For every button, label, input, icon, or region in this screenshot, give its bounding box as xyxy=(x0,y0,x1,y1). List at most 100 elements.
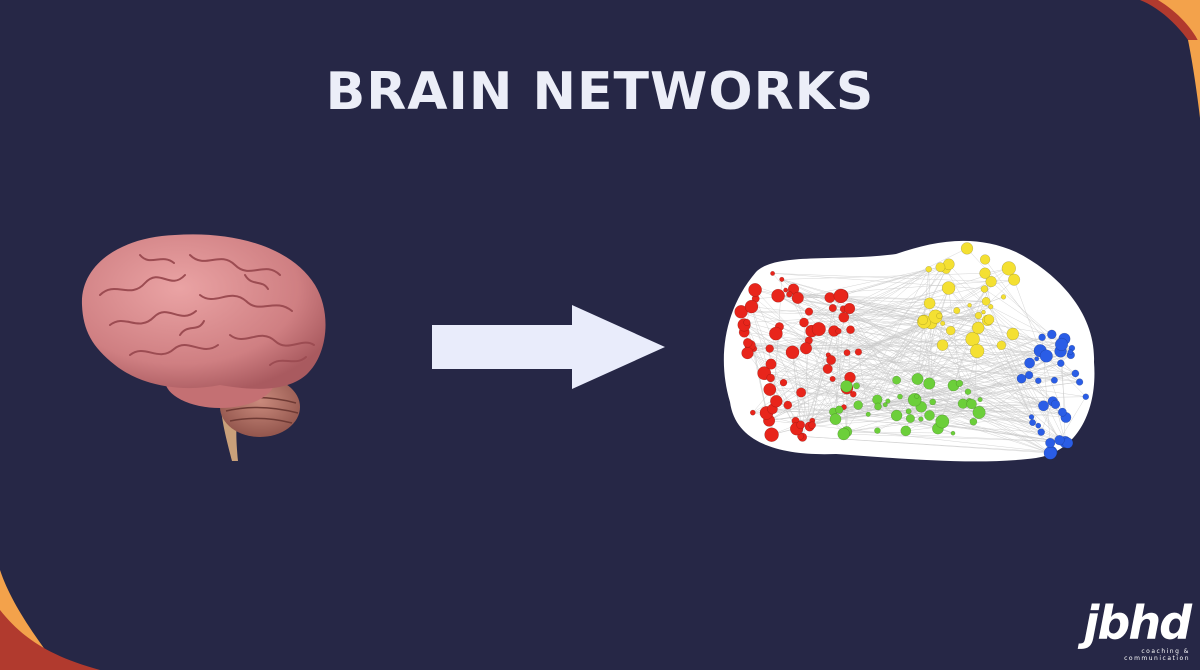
brain-icon xyxy=(70,225,335,465)
network-node xyxy=(783,287,789,293)
network-node xyxy=(890,409,903,422)
network-node xyxy=(960,242,974,255)
network-node xyxy=(770,394,783,408)
network-node xyxy=(936,339,949,351)
network-node xyxy=(796,420,806,430)
network-node xyxy=(833,288,849,304)
network-node xyxy=(979,267,991,279)
network-node xyxy=(981,309,986,315)
network-node xyxy=(743,318,751,326)
network-node xyxy=(824,292,836,304)
network-node xyxy=(914,393,920,399)
network-node xyxy=(835,327,842,335)
network-node xyxy=(764,427,779,442)
network-node xyxy=(1028,414,1035,420)
network-node xyxy=(822,363,833,374)
network-node xyxy=(936,312,943,320)
slide-title: BRAIN NETWORKS xyxy=(325,62,875,122)
network-node xyxy=(979,254,991,265)
network-node xyxy=(829,413,842,426)
network-node xyxy=(1035,422,1042,429)
network-node xyxy=(940,320,946,326)
network-node xyxy=(744,299,759,314)
network-node xyxy=(1047,329,1057,340)
network-node xyxy=(1006,327,1020,341)
brain-network-graph xyxy=(716,232,1100,464)
network-node xyxy=(853,400,863,410)
network-node xyxy=(980,285,989,293)
network-node xyxy=(977,397,983,403)
network-node xyxy=(766,373,775,383)
network-node xyxy=(972,405,986,419)
network-node xyxy=(828,304,837,313)
network-node xyxy=(924,410,935,421)
network-node xyxy=(785,345,800,360)
network-node xyxy=(741,346,754,360)
network-node xyxy=(923,297,936,310)
network-node xyxy=(974,311,983,320)
network-node xyxy=(1071,369,1080,378)
network-node xyxy=(905,408,912,415)
network-node xyxy=(892,375,902,385)
logo-tagline: coaching & communication xyxy=(1124,648,1190,662)
network-node xyxy=(1029,419,1037,427)
network-node xyxy=(779,276,785,282)
network-node xyxy=(874,402,882,411)
network-node xyxy=(854,348,863,356)
network-node xyxy=(1054,435,1065,446)
network-node xyxy=(1034,356,1040,362)
network-node xyxy=(957,398,969,409)
network-node xyxy=(988,304,994,310)
network-node xyxy=(835,405,844,414)
network-node xyxy=(1057,359,1065,368)
network-node xyxy=(1000,294,1007,300)
network-node xyxy=(1043,446,1057,460)
network-node xyxy=(945,325,956,336)
network-node xyxy=(966,398,977,410)
network-node xyxy=(983,314,995,325)
network-node xyxy=(970,343,985,359)
network-node xyxy=(1082,393,1090,400)
brand-logo: jbhd coaching & communication xyxy=(1080,596,1192,662)
network-node xyxy=(849,390,857,398)
network-node xyxy=(955,379,964,388)
network-node xyxy=(1054,337,1069,351)
network-node xyxy=(1035,377,1042,384)
network-node xyxy=(1050,376,1058,384)
network-node xyxy=(885,398,891,404)
network-node xyxy=(765,358,777,370)
network-node xyxy=(935,414,950,429)
network-node xyxy=(742,338,753,348)
network-node xyxy=(911,373,924,385)
network-node xyxy=(996,340,1007,351)
network-node xyxy=(950,430,956,436)
network-node xyxy=(953,307,961,315)
network-node xyxy=(749,409,756,416)
network-node xyxy=(882,402,888,408)
network-node xyxy=(905,413,915,424)
network-node xyxy=(874,427,881,434)
network-node xyxy=(843,302,856,315)
network-node xyxy=(1024,370,1034,380)
network-node xyxy=(1038,333,1046,342)
network-node xyxy=(796,387,807,398)
network-node xyxy=(1008,273,1021,286)
network-node xyxy=(1039,349,1053,363)
network-node xyxy=(1057,407,1067,417)
network-node xyxy=(840,380,853,393)
bottom-left-corner-decoration xyxy=(0,570,100,670)
network-node xyxy=(837,427,850,441)
network-node xyxy=(843,349,851,357)
network-node xyxy=(791,291,804,304)
network-node xyxy=(969,417,978,426)
network-node xyxy=(964,388,972,395)
network-node xyxy=(763,383,777,396)
network-node xyxy=(769,326,783,341)
logo-mark: jbhd xyxy=(1083,596,1192,650)
network-node xyxy=(935,262,946,273)
network-node xyxy=(971,321,985,335)
network-node xyxy=(1037,428,1045,436)
network-node xyxy=(917,314,928,326)
network-node xyxy=(853,382,860,390)
